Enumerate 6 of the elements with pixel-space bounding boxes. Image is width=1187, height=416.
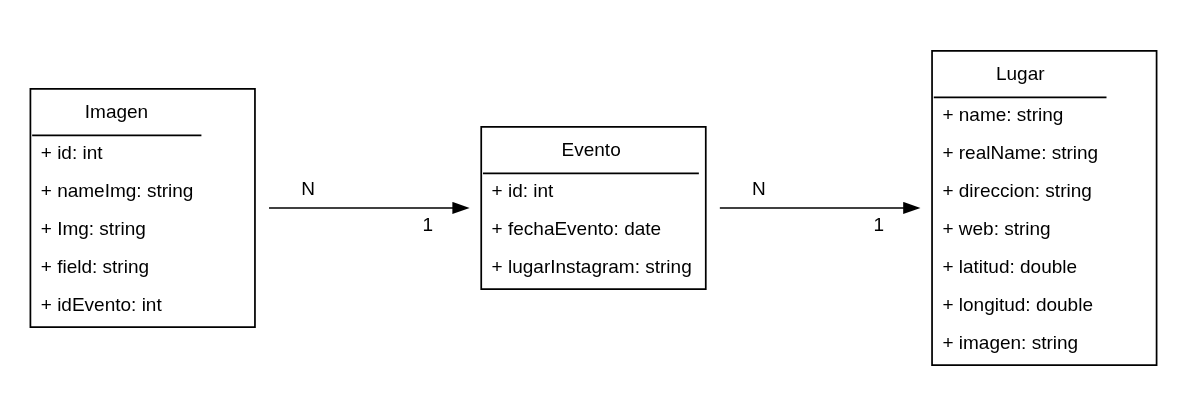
label: 1 (422, 214, 434, 236)
arrow (268, 201, 470, 215)
label: N (752, 177, 766, 199)
arrow (719, 201, 921, 215)
label: N (301, 177, 316, 199)
label: 1 (873, 214, 885, 236)
